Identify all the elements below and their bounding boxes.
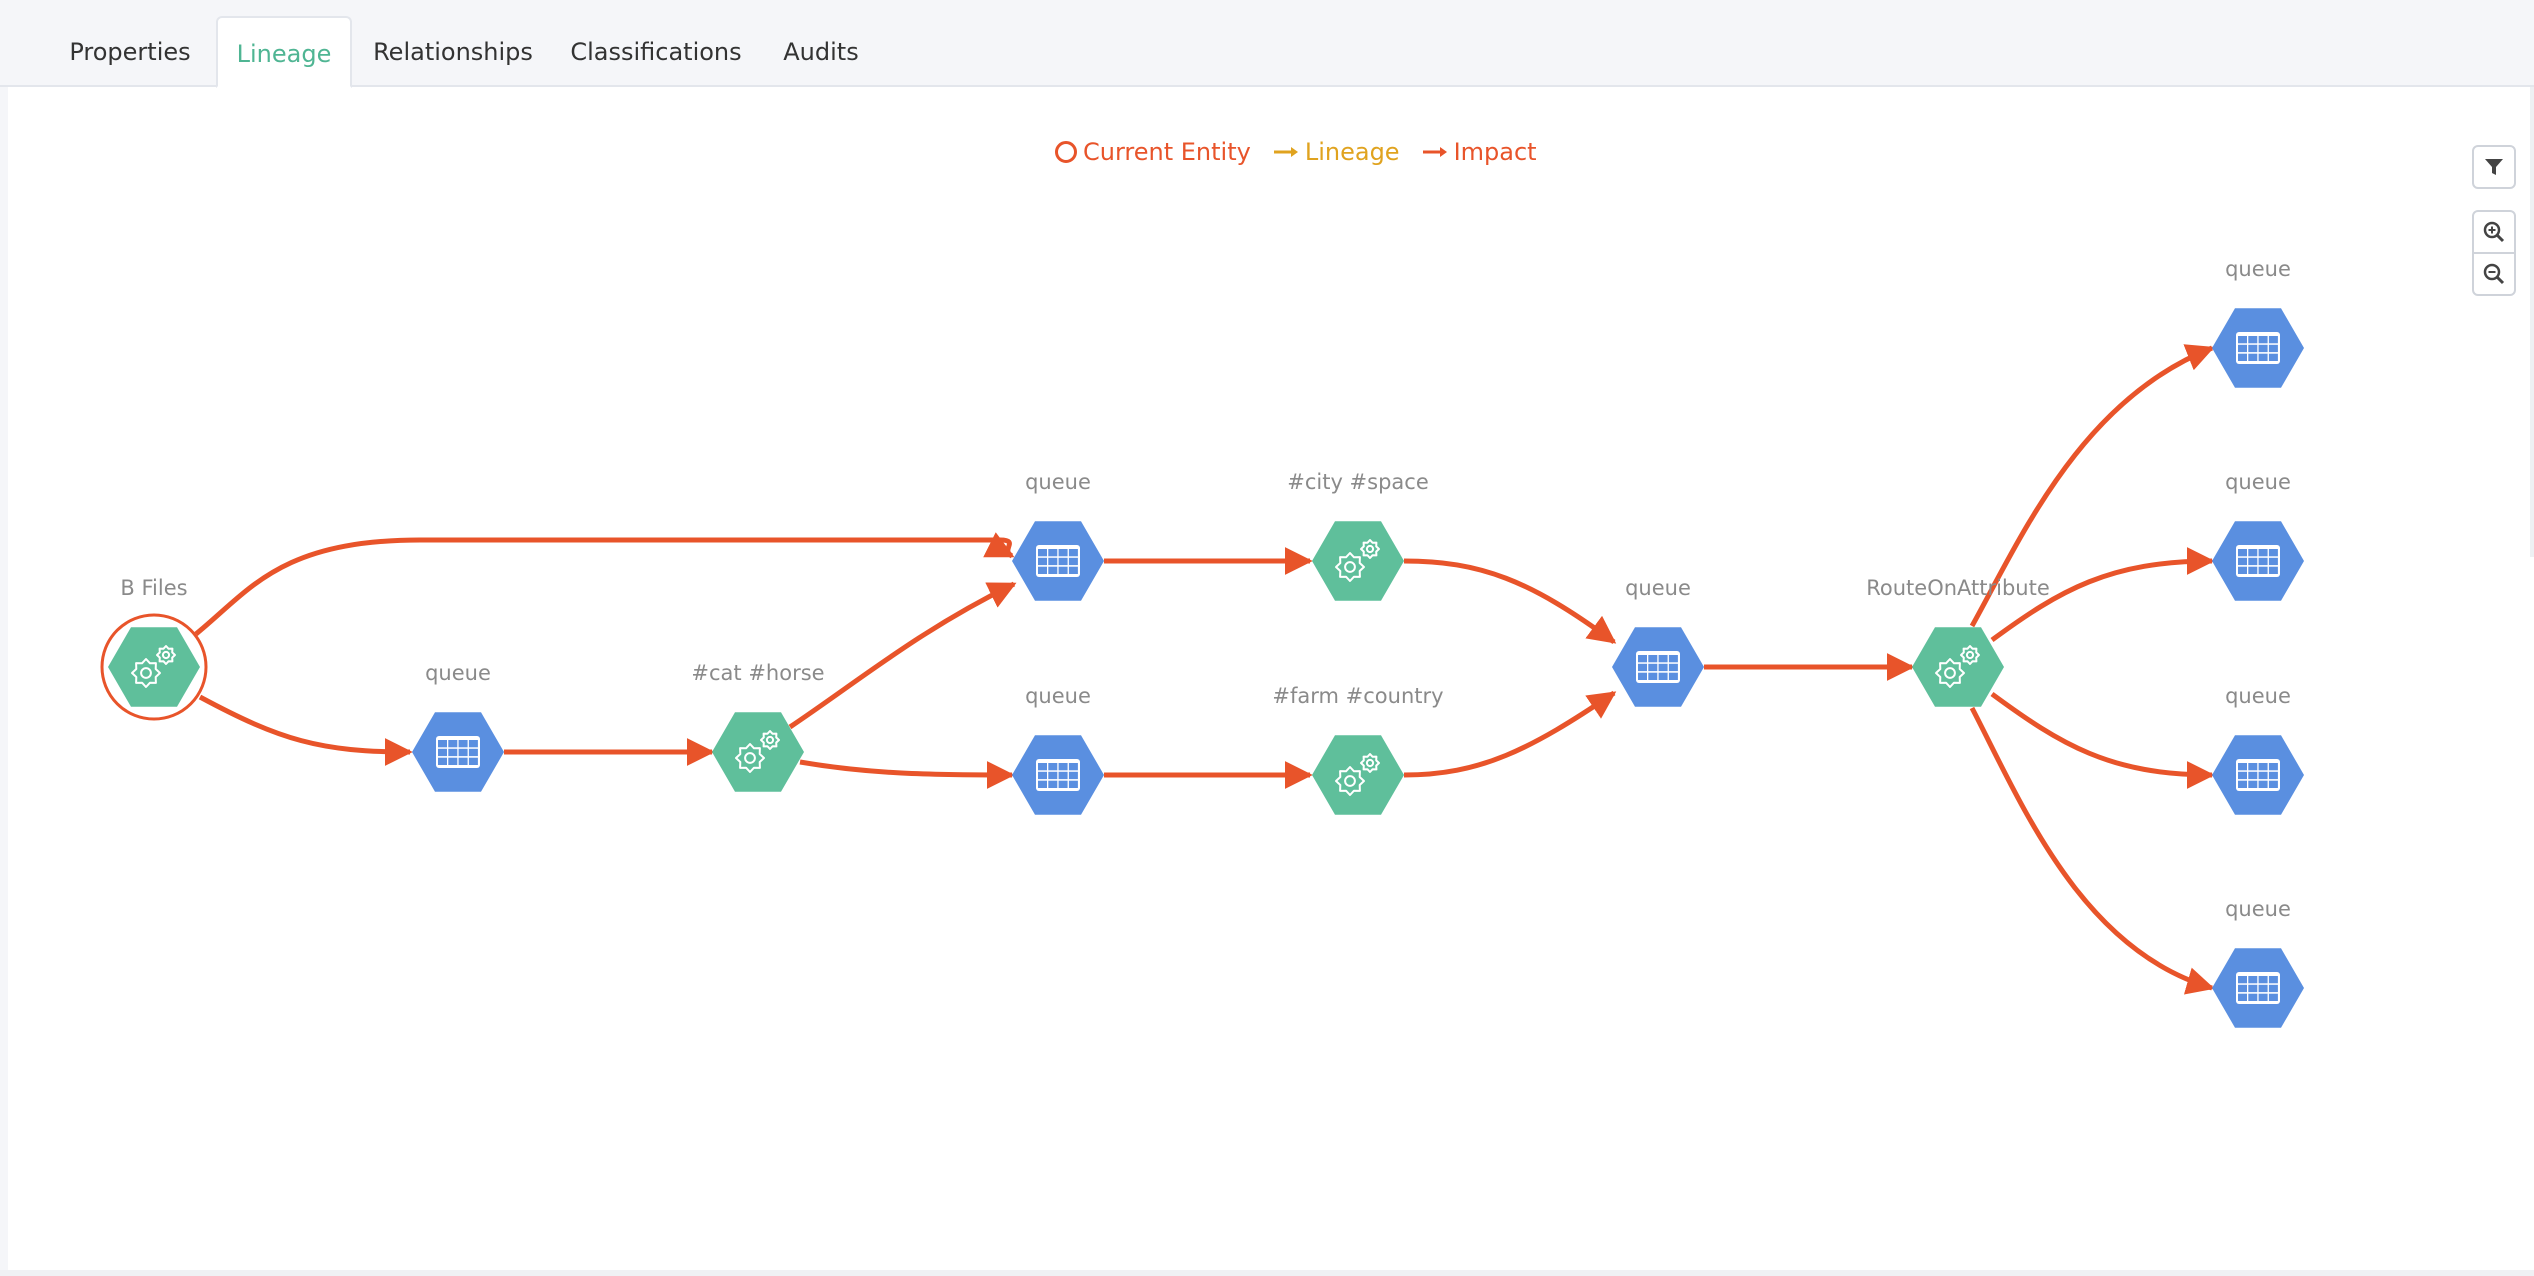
current-entity-circle-icon [1055,141,1077,163]
lineage-arrow-icon [1273,147,1298,157]
edge-farm-country-to-queue-4 [1403,690,1617,778]
node-label: #farm #country [1272,684,1443,708]
node-label: queue [2225,897,2291,921]
node-city-space[interactable]: #city #space [1287,470,1429,601]
edge-cat-horse-to-queue-3 [799,759,1015,789]
legend-lineage-label: Lineage [1304,138,1400,166]
tab-properties[interactable]: Properties [69,38,191,66]
legend-impact-label: Impact [1453,138,1537,166]
zoom-in-icon [2483,221,2505,243]
node-cat-horse[interactable]: #cat #horse [691,661,825,792]
legend-lineage: Lineage [1273,138,1400,166]
node-label: B Files [120,576,187,600]
table-icon [1636,651,1680,683]
filter-button[interactable] [2472,145,2516,189]
node-queue-3[interactable]: queue [1012,684,1104,815]
node-queue-4[interactable]: queue [1612,576,1704,707]
gear-small-icon [760,730,780,750]
right-scroll-edge [2530,87,2534,557]
edge-route-on-attribute-to-queue-8 [1969,706,2215,995]
table-icon [1036,545,1080,577]
gear-icon [1335,766,1365,796]
process-hexagon [108,627,200,707]
lineage-legend: Current Entity Lineage Impact [1055,138,1537,166]
tab-bar: Properties Lineage Relationships Classif… [0,0,2534,88]
node-label: #city #space [1287,470,1429,494]
node-label: queue [425,661,491,685]
edge-b-files-to-queue-1 [198,694,413,766]
gear-small-icon [1960,645,1980,665]
node-queue-2[interactable]: queue [1012,470,1104,601]
edge-route-on-attribute-to-queue-6 [1990,547,2215,643]
node-label: queue [1625,576,1691,600]
tab-relationships[interactable]: Relationships [373,38,533,66]
node-label: queue [1025,470,1091,494]
node-queue-5[interactable]: queue [2212,257,2304,388]
tab-classifications[interactable]: Classifications [570,38,742,66]
legend-current-entity-label: Current Entity [1083,138,1251,166]
gear-icon [1335,552,1365,582]
gear-icon [735,743,765,773]
table-icon [2236,545,2280,577]
left-border [0,87,8,1276]
bottom-border [0,1270,2534,1276]
node-farm-country[interactable]: #farm #country [1272,684,1444,815]
legend-current-entity: Current Entity [1055,138,1251,166]
edge-cat-horse-to-queue-2 [788,581,1017,730]
node-label: queue [1025,684,1091,708]
filter-icon [2485,159,2503,175]
node-queue-8[interactable]: queue [2212,897,2304,1028]
node-b-files[interactable]: B Files [100,576,208,721]
node-queue-6[interactable]: queue [2212,470,2304,601]
process-hexagon [1312,735,1404,815]
node-label: #cat #horse [691,661,824,685]
process-hexagon [1312,521,1404,601]
process-hexagon [1912,627,2004,707]
node-label: queue [2225,684,2291,708]
edge-b-files-to-queue-2 [194,532,1015,636]
table-icon [436,736,480,768]
table-icon [2236,332,2280,364]
zoom-in-button[interactable] [2472,210,2516,254]
node-label: queue [2225,470,2291,494]
legend-impact: Impact [1422,138,1537,166]
gear-icon [1935,658,1965,688]
table-icon [2236,759,2280,791]
gear-small-icon [1360,539,1380,559]
impact-arrow-icon [1422,147,1447,157]
zoom-out-icon [2483,263,2505,285]
node-route-on-attribute[interactable]: RouteOnAttribute [1866,576,2050,707]
gear-small-icon [1360,753,1380,773]
process-hexagon [712,712,804,792]
table-icon [1036,759,1080,791]
gear-small-icon [156,645,176,665]
table-icon [2236,972,2280,1004]
node-label: queue [2225,257,2291,281]
edge-city-space-to-queue-4 [1403,558,1617,645]
edge-route-on-attribute-to-queue-5 [1969,344,2215,628]
zoom-out-button[interactable] [2472,252,2516,296]
tab-lineage[interactable]: Lineage [216,16,352,88]
node-queue-1[interactable]: queue [412,661,504,792]
node-label: RouteOnAttribute [1866,576,2050,600]
gear-icon [131,658,161,688]
edge-route-on-attribute-to-queue-7 [1990,691,2215,789]
tab-audits[interactable]: Audits [783,38,859,66]
node-queue-7[interactable]: queue [2212,684,2304,815]
